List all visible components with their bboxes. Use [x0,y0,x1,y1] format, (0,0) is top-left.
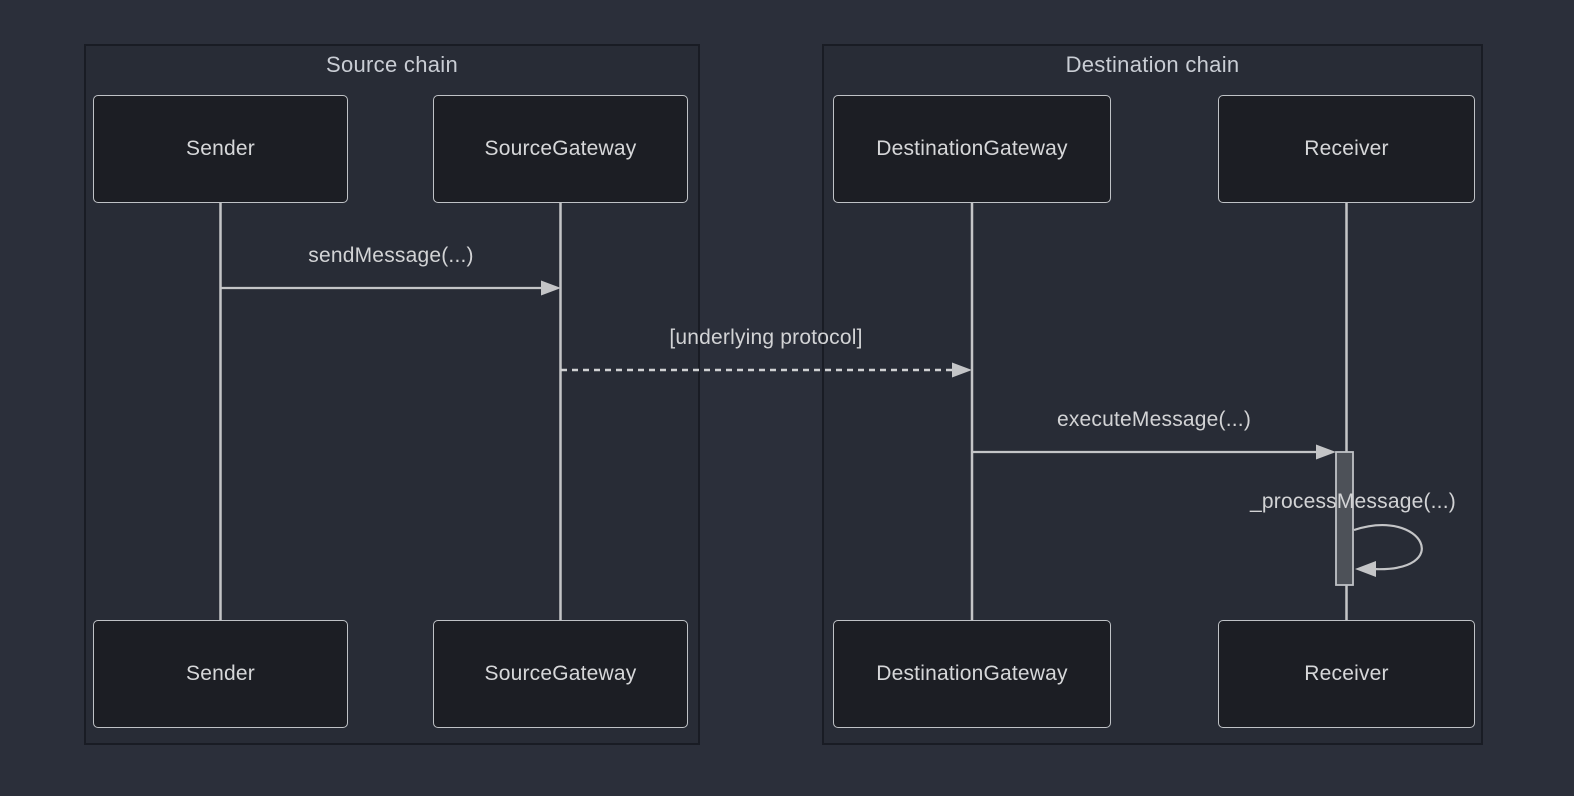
message-label-processmessage: _processMessage(...) [1250,490,1456,513]
actor-sourcegateway-label: SourceGateway [484,662,637,685]
actor-sender-top: Sender [93,95,348,203]
message-label-sendmessage: sendMessage(...) [308,244,474,267]
actor-sourcegateway-label: SourceGateway [484,137,637,160]
actor-destinationgateway-label: DestinationGateway [876,662,1068,685]
actor-destinationgateway-top: DestinationGateway [833,95,1111,203]
actor-receiver-bottom: Receiver [1218,620,1475,728]
actor-sender-label: Sender [186,137,255,160]
actor-sourcegateway-bottom: SourceGateway [433,620,688,728]
actor-receiver-label: Receiver [1304,662,1389,685]
message-label-underlying-protocol: [underlying protocol] [669,326,863,349]
actor-destinationgateway-bottom: DestinationGateway [833,620,1111,728]
actor-sender-bottom: Sender [93,620,348,728]
actor-destinationgateway-label: DestinationGateway [876,137,1068,160]
actor-receiver-top: Receiver [1218,95,1475,203]
message-label-executemessage: executeMessage(...) [1056,408,1252,431]
actor-sender-label: Sender [186,662,255,685]
actor-sourcegateway-top: SourceGateway [433,95,688,203]
group-source-chain-title: Source chain [325,52,458,77]
group-destination-chain-title: Destination chain [1065,52,1240,77]
actor-receiver-label: Receiver [1304,137,1389,160]
